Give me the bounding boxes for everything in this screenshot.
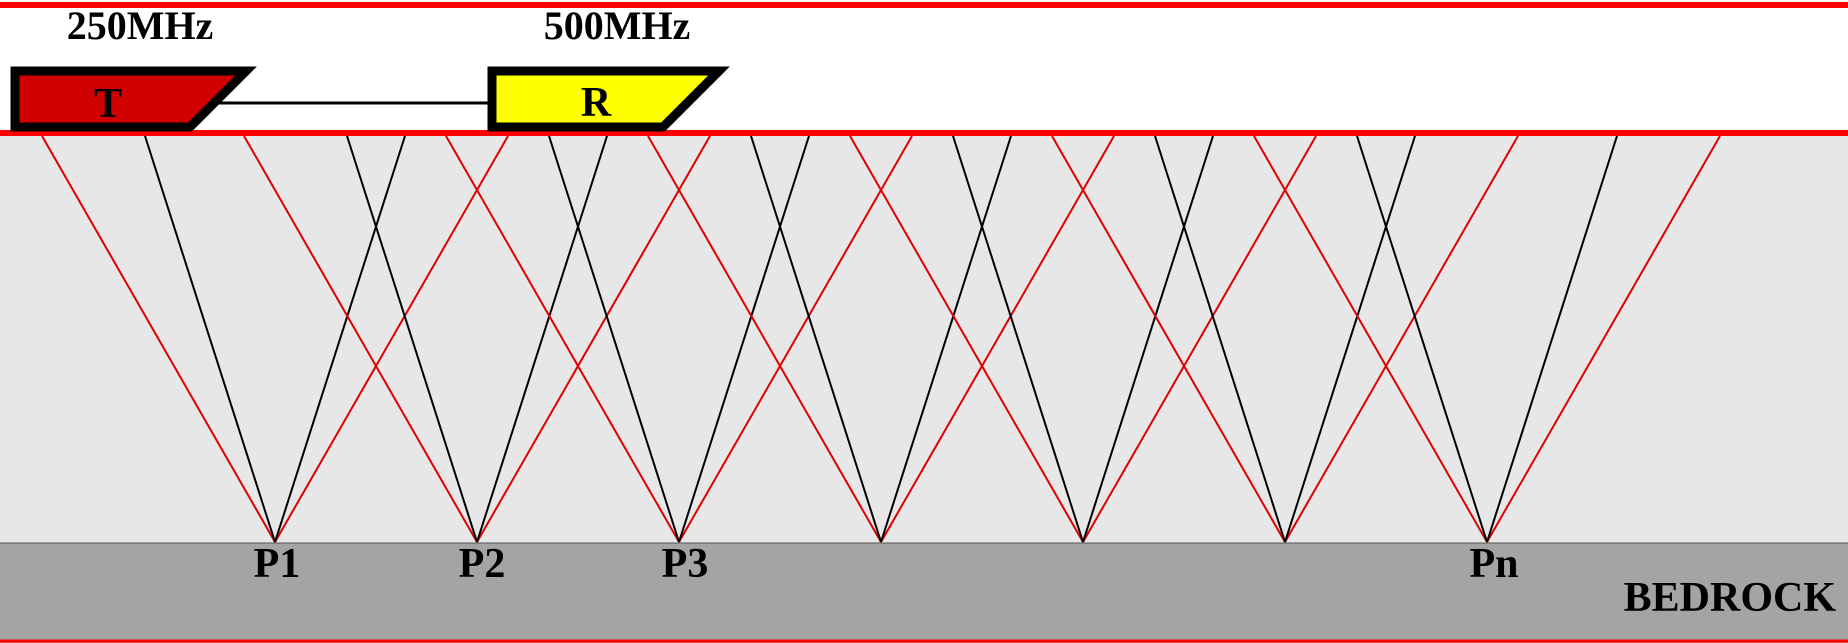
- transmitter-ray-right-1: [274, 135, 509, 543]
- transmitter-ray-right-7: [1486, 135, 1721, 543]
- point-label-p3: P3: [662, 541, 709, 587]
- transmitter-ray-left-1: [41, 135, 276, 543]
- bedrock-layer: [0, 543, 1848, 643]
- transmitter-ray-left-7: [1253, 135, 1488, 543]
- transmitter-ray-left-5: [849, 135, 1084, 543]
- transmitter-ray-right-3: [678, 135, 913, 543]
- transmitter-frequency-label: 250MHz: [67, 3, 214, 48]
- receiver-letter: R: [581, 80, 612, 126]
- receiver-ray-left-1: [144, 135, 276, 543]
- transmitter-ray-left-6: [1051, 135, 1286, 543]
- receiver-ray-right-6: [1284, 135, 1416, 543]
- transmitter-antenna: T: [10, 66, 257, 132]
- receiver-antenna-body: [487, 66, 730, 132]
- receiver-ray-right-7: [1486, 135, 1618, 543]
- transmitter-antenna-body: [10, 66, 257, 132]
- transmitter-ray-right-6: [1284, 135, 1519, 543]
- transmitter-ray-right-5: [1082, 135, 1317, 543]
- transmitter-ray-right-4: [880, 135, 1115, 543]
- transmitter-letter: T: [94, 81, 122, 127]
- point-label-p2: P2: [459, 541, 506, 587]
- receiver-ray-right-3: [678, 135, 810, 543]
- bedrock-label: BEDROCK: [1624, 575, 1837, 621]
- transmitter-ray-left-4: [647, 135, 882, 543]
- receiver-ray-left-2: [346, 135, 478, 543]
- receiver-ray-right-4: [880, 135, 1012, 543]
- receiver-ray-left-3: [548, 135, 680, 543]
- receiver-ray-right-1: [274, 135, 406, 543]
- receiver-ray-left-6: [1154, 135, 1286, 543]
- receiver-ray-right-5: [1082, 135, 1214, 543]
- receiver-frequency-label: 500MHz: [544, 3, 691, 48]
- receiver-ray-left-7: [1356, 135, 1488, 543]
- point-label-p1: P1: [254, 541, 301, 587]
- receiver-ray-left-5: [952, 135, 1084, 543]
- medium-layer: [0, 135, 1848, 543]
- receiver-ray-left-4: [750, 135, 882, 543]
- ray-paths: [41, 135, 1721, 543]
- transmitter-ray-left-3: [445, 135, 680, 543]
- transmitter-ray-left-2: [243, 135, 478, 543]
- point-label-pn: Pn: [1469, 541, 1518, 587]
- transmitter-ray-right-2: [476, 135, 711, 543]
- receiver-antenna: R: [487, 66, 730, 132]
- receiver-ray-right-2: [476, 135, 608, 543]
